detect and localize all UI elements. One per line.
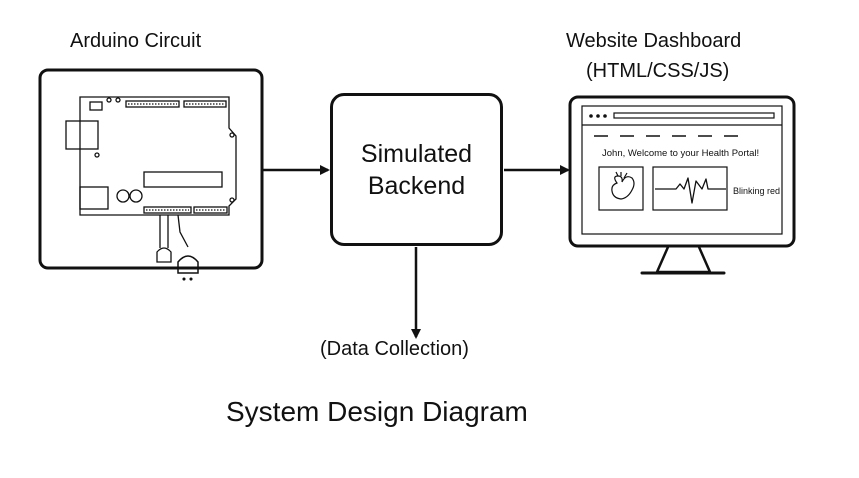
- data-collection-label: (Data Collection): [320, 338, 469, 360]
- led-icon: [156, 247, 172, 263]
- arduino-container: [38, 68, 264, 270]
- heart-icon: [611, 171, 635, 200]
- diagram-title: System Design Diagram: [226, 396, 528, 427]
- monitor-icon: [568, 95, 796, 275]
- dashboard-title: Website Dashboard: [566, 30, 742, 52]
- arduino-circuit-title: Arduino Circuit: [70, 30, 202, 52]
- dashboard-welcome-text: John, Welcome to your Health Portal!: [602, 148, 760, 159]
- sensor-icon: [177, 255, 199, 281]
- dashboard-subtitle: (HTML/CSS/JS): [586, 60, 730, 82]
- simulated-backend-box: Simulated Backend: [330, 93, 503, 246]
- backend-label-line2: Backend: [367, 171, 466, 200]
- dashboard-status-text: Blinking red: [733, 186, 781, 196]
- arduino-board-icon: [65, 96, 237, 248]
- backend-label-line1: Simulated: [360, 139, 473, 168]
- ecg-waveform-icon: [655, 177, 726, 204]
